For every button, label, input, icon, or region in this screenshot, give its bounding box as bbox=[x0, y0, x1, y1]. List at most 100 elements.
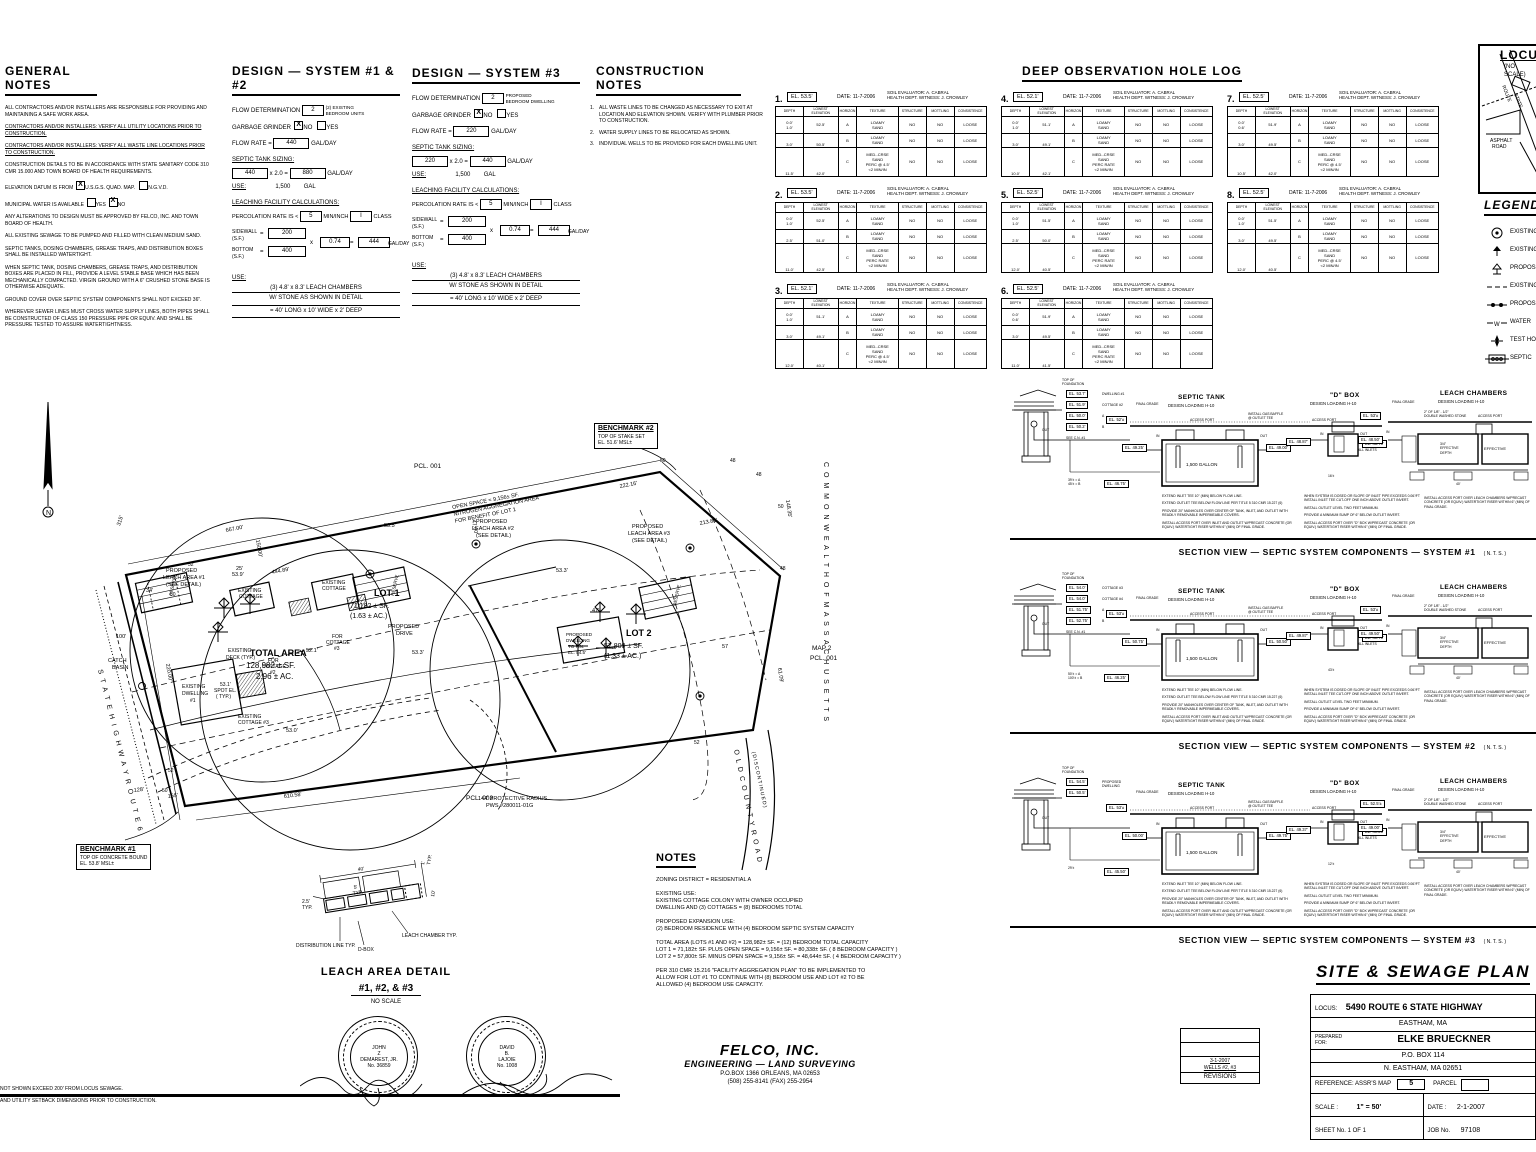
tank-flow-value[interactable]: 220 bbox=[412, 156, 448, 167]
hole-elevation-box: EL. 52.5' bbox=[1013, 284, 1043, 294]
dbox-title: "D" BOX bbox=[1330, 780, 1360, 787]
hole-log-cell: LOOSE bbox=[953, 228, 988, 244]
flow-rate-value[interactable]: 220 bbox=[453, 125, 490, 137]
foundation-label: COTTAGE #3 bbox=[1102, 586, 1123, 590]
flow-rate-value[interactable]: 440 bbox=[273, 137, 310, 149]
svg-text:LEACH AREA #1: LEACH AREA #1 bbox=[163, 575, 205, 581]
tank-multiplier: x 2.0 = bbox=[449, 159, 468, 166]
grinder-no-checkbox[interactable] bbox=[474, 108, 484, 118]
svg-text:47': 47' bbox=[592, 608, 599, 614]
perc-rate-value[interactable]: 5 bbox=[479, 199, 502, 210]
health-witness: HEALTH DEPT. WITNESS: J. CROWLEY bbox=[1113, 191, 1195, 196]
reference-map-value[interactable]: 5 bbox=[1397, 1079, 1426, 1090]
perc-class-value[interactable]: I bbox=[349, 211, 372, 222]
svg-text:TYP.: TYP. bbox=[302, 905, 312, 911]
leach-detail-subtitle: #1, #2, & #3 bbox=[350, 983, 422, 996]
dbox-note-line: WHEN SYSTEM IS DOSED OR SLOPE OF INLET P… bbox=[1304, 688, 1420, 697]
hole-log-column-header: MOTTLING bbox=[925, 298, 955, 309]
municipal-yes-checkbox[interactable] bbox=[86, 197, 96, 207]
flow-determination-value[interactable]: 2 bbox=[481, 93, 504, 104]
leach-notes: INSTALL ACCESS PORT OVER LEACH CHAMBERS … bbox=[1424, 884, 1536, 897]
svg-text:148.35': 148.35' bbox=[784, 499, 792, 518]
svg-text:100': 100' bbox=[116, 634, 126, 640]
svg-text:50: 50 bbox=[170, 592, 176, 598]
hole-log-column-header: HORIZON bbox=[1289, 106, 1310, 117]
hole-log-cell: C bbox=[1289, 146, 1310, 177]
flow-rate-label: FLOW RATE = bbox=[232, 140, 272, 147]
svg-text:52: 52 bbox=[168, 768, 174, 774]
benchmark-1-line1: TOP OF CONCRETE BOUND bbox=[80, 854, 148, 861]
svg-text:S T A T E H I G H W A Y R: S T A T E H I G H W A Y R O U T E 6 bbox=[96, 669, 143, 833]
bottom-value[interactable]: 400 bbox=[268, 246, 306, 257]
foundation-elevation: EL. 50.2' bbox=[1066, 423, 1089, 431]
leach-factor-value[interactable]: 0.74 bbox=[500, 225, 530, 236]
hole-log-column-header: STRUCTURE bbox=[897, 202, 927, 213]
grinder-yes-checkbox[interactable] bbox=[317, 121, 327, 130]
grinder-no-checkbox[interactable] bbox=[294, 120, 304, 130]
section-nts: ( N. T. S. ) bbox=[1483, 745, 1506, 751]
prepared-addr1: P.O. BOX 114 bbox=[1311, 1050, 1535, 1063]
tank-result-value[interactable]: 880 bbox=[289, 168, 326, 179]
hole-log-column-header: DEPTH bbox=[775, 106, 804, 117]
flow-determination-value[interactable]: 2 bbox=[301, 105, 324, 116]
perc-rate-label: PERCOLATION RATE IS bbox=[232, 213, 294, 220]
dbox-note-line: INSTALL ACCESS PORT OVER "D" BOX W/PRECA… bbox=[1304, 714, 1415, 724]
hole-log-column-header: CONSISTENCE bbox=[1179, 298, 1214, 309]
grinder-no-label: NO bbox=[483, 113, 493, 119]
tank-note-line: PROVIDE 20" MANHOLES OVER CENTER OF TANK… bbox=[1162, 508, 1288, 518]
municipal-no-checkbox[interactable] bbox=[108, 196, 118, 207]
svg-text:#3: #3 bbox=[334, 646, 340, 652]
sidewall-value[interactable]: 200 bbox=[448, 216, 486, 227]
total-area-acres: 2.96 ± AC. bbox=[256, 672, 293, 681]
hole-log-cell: 12.0' bbox=[1001, 242, 1030, 273]
legend-item-label: SEPTIC bbox=[1510, 355, 1532, 362]
hole-log-cell: LOOSE bbox=[953, 211, 988, 230]
tank-result-value[interactable]: 440 bbox=[469, 156, 506, 167]
hole-log-cell: 40.5' bbox=[1254, 242, 1291, 273]
svg-text:25': 25' bbox=[236, 566, 243, 572]
tank-flow-value[interactable]: 440 bbox=[232, 168, 268, 179]
hole-log-cell: 49.5' bbox=[1254, 228, 1291, 244]
hole-log-column-header: TEXTURE bbox=[1082, 106, 1125, 117]
design-3-title: DESIGN — SYSTEM #3 bbox=[412, 66, 580, 84]
scale-label: SCALE : bbox=[1315, 1104, 1339, 1111]
hole-log-title: DEEP OBSERVATION HOLE LOG bbox=[1022, 64, 1243, 82]
site-plan-drawing[interactable]: N bbox=[0, 400, 900, 960]
hole-log-cell: 11.0' bbox=[1001, 338, 1030, 369]
flow-unit-line1: PROPOSED bbox=[505, 93, 532, 99]
hole-number: 3. bbox=[775, 286, 783, 296]
run-elevation: EL. 45.50' bbox=[1104, 868, 1129, 876]
svg-text:SPOT EL.: SPOT EL. bbox=[214, 688, 236, 694]
perc-class-value[interactable]: I bbox=[529, 199, 552, 210]
dbox-in-elev: EL. 49.87' bbox=[1286, 632, 1311, 640]
bottom-sf: (S.F.) bbox=[232, 253, 244, 260]
benchmark-2-line2: EL. 51.6' MSL± bbox=[598, 440, 632, 446]
out-label: OUT bbox=[1042, 816, 1050, 820]
grinder-yes-checkbox[interactable] bbox=[497, 109, 507, 118]
sidewall-value[interactable]: 200 bbox=[268, 228, 306, 239]
ngvd-checkbox[interactable] bbox=[139, 181, 149, 190]
leach-all-inlets-label: ALL INLETS bbox=[1358, 448, 1377, 452]
perc-rate-value[interactable]: 5 bbox=[299, 211, 322, 222]
leach-grade-elev: EL. 53'± bbox=[1360, 606, 1382, 614]
bottom-value[interactable]: 400 bbox=[448, 234, 486, 245]
hole-log-cell: B bbox=[837, 132, 858, 148]
svg-text:61.09': 61.09' bbox=[776, 667, 784, 683]
hole-log-column-header: MOTTLING bbox=[1151, 106, 1181, 117]
tank-access-port-label: ACCESS PORT bbox=[1190, 612, 1215, 616]
leach-factor-value[interactable]: 0.74 bbox=[320, 237, 350, 248]
usgs-checkbox[interactable] bbox=[76, 180, 86, 190]
use-line-2: W/ STONE AS SHOWN IN DETAIL bbox=[232, 292, 400, 306]
leach-result-value[interactable]: 444 bbox=[538, 225, 570, 236]
leach-result-value[interactable]: 444 bbox=[358, 237, 390, 248]
svg-text:PCL. 001: PCL. 001 bbox=[810, 655, 837, 662]
stamp-sanitarian: DAVID B. LAJOIE No. 1008 bbox=[466, 1016, 546, 1096]
parcel-value[interactable] bbox=[1460, 1078, 1489, 1091]
